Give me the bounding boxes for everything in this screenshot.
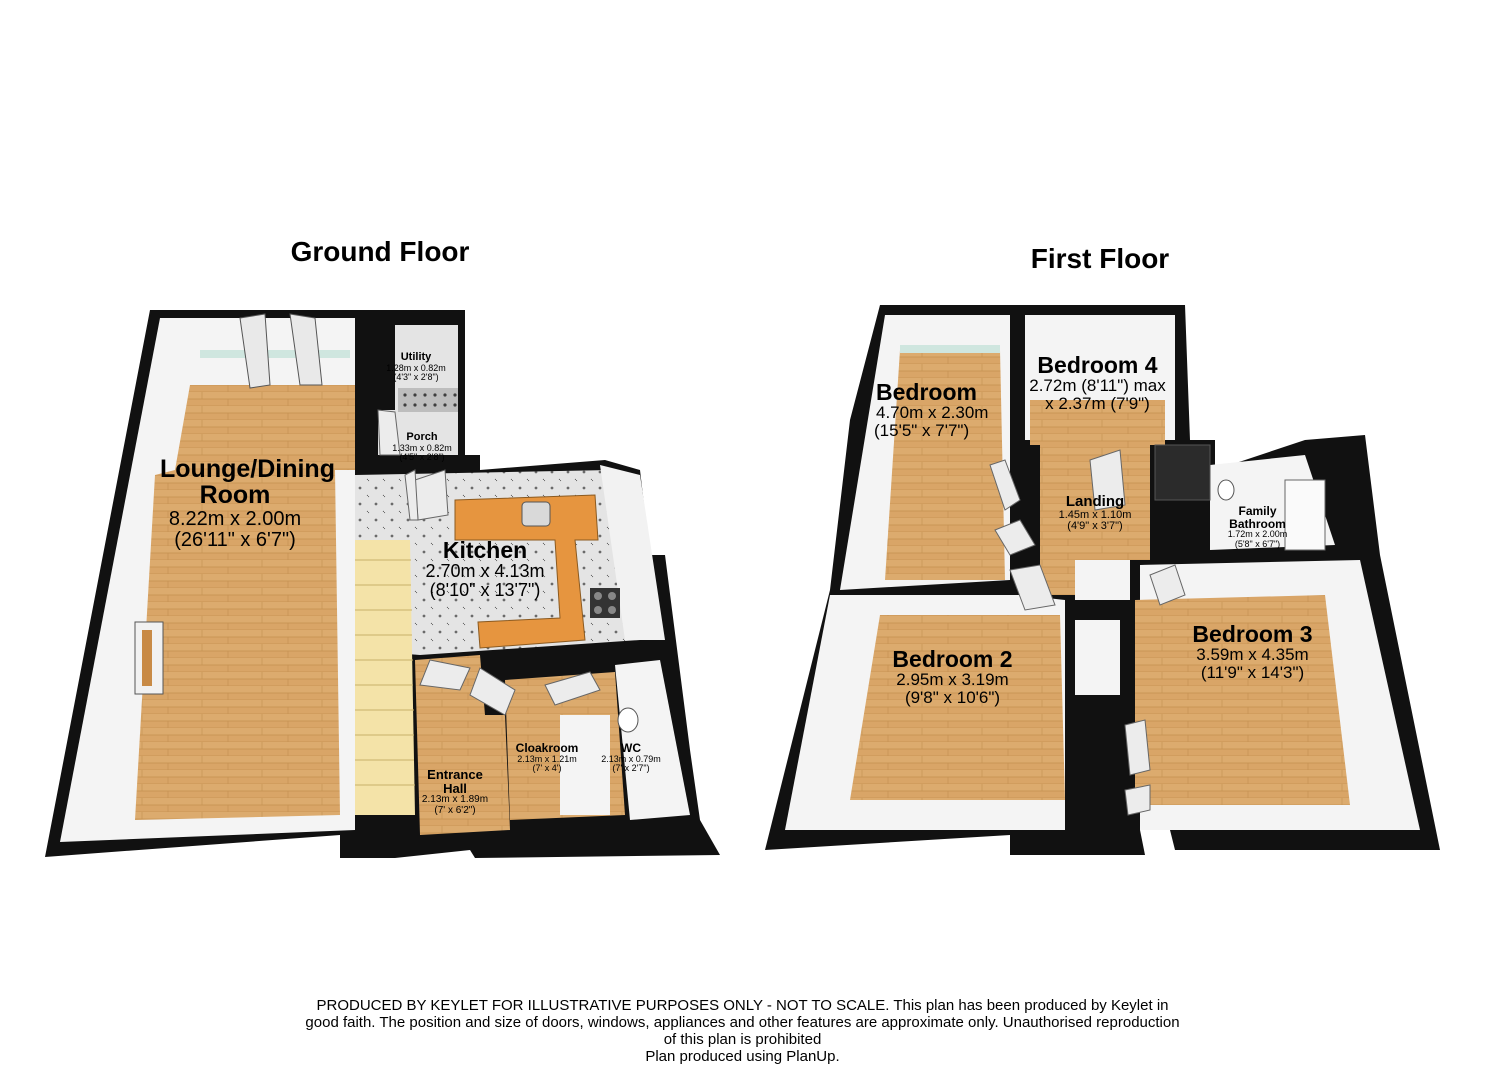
room-imperial: (8'10" x 13'7") <box>429 580 541 601</box>
room-lounge-dining: Lounge/Dining Room 8.22m x 2.00m (26'11"… <box>125 456 345 551</box>
french-door-right <box>289 313 323 386</box>
room-name: Landing <box>1065 493 1125 510</box>
bedroom4-floor <box>1030 400 1165 445</box>
room-imperial: (7' x 4') <box>532 763 562 774</box>
first-floor-plan <box>765 305 1440 855</box>
wc-basin <box>617 707 639 733</box>
bedroom-floor <box>885 350 1005 580</box>
room-name: Bedroom 3 <box>1192 621 1313 647</box>
room-name: Cloakroom <box>515 741 579 755</box>
room-imperial: (5'8" x 6'7") <box>1234 538 1281 549</box>
lounge-window <box>200 350 350 358</box>
room-bedroom-2: Bedroom 2 2.95m x 3.19m (9'8" x 10'6") <box>870 647 1035 707</box>
room-name: Bedroom 4 <box>1037 352 1158 378</box>
room-name: Kitchen <box>442 537 528 563</box>
lounge-floor <box>135 385 355 820</box>
disclaimer: PRODUCED BY KEYLET FOR ILLUSTRATIVE PURP… <box>240 997 1245 1065</box>
room-metric: 2.13m x 1.21m <box>517 753 577 764</box>
entrance-hall-floor <box>415 655 510 835</box>
shower-enclosure <box>1154 444 1211 501</box>
room-landing: Landing 1.45m x 1.10m (4'9" x 3'7") <box>1040 494 1150 533</box>
room-imperial: (15'5" x 7'7") <box>874 420 970 440</box>
kitchen-sink <box>521 501 551 527</box>
room-kitchen: Kitchen 2.70m x 4.13m (8'10" x 13'7") <box>405 538 565 600</box>
room-metric: 2.13m x 0.79m <box>601 753 661 764</box>
disclaimer-line: good faith. The position and size of doo… <box>305 1014 1180 1031</box>
room-bedroom-4: Bedroom 4 2.72m (8'11") max x 2.37m (7'9… <box>1005 353 1190 413</box>
room-wc: WC 2.13m x 0.79m (7' x 2'7") <box>592 742 670 773</box>
bath-basin <box>1217 479 1235 501</box>
room-metric: 2.72m (8'11") max <box>1029 376 1166 396</box>
room-metric: 2.70m x 4.13m <box>425 561 545 582</box>
room-metric: 1.33m x 0.82m <box>392 442 452 453</box>
ground-floor-title: Ground Floor <box>290 236 470 267</box>
room-metric: 1.28m x 0.82m <box>386 362 446 373</box>
room-imperial: (4'9" x 3'7") <box>1067 520 1123 533</box>
room-metric: 8.22m x 2.00m <box>168 507 302 530</box>
room-name: Entrance Hall <box>427 767 483 796</box>
kitchen-hob <box>590 588 620 618</box>
room-name: Lounge/Dining Room <box>160 455 335 510</box>
room-imperial: (26'11" x 6'7") <box>174 528 296 551</box>
room-imperial: (7' x 2'7") <box>612 763 650 774</box>
room-imperial: (4'3" x 2'8") <box>393 371 439 382</box>
room-metric: 1.72m x 2.00m <box>1227 529 1288 540</box>
disclaimer-line: Plan produced using PlanUp. <box>645 1048 840 1065</box>
kitchen-worktop <box>454 494 599 649</box>
room-bedroom: Bedroom 4.70m x 2.30m (15'5" x 7'7") <box>870 380 1015 440</box>
room-name: Bedroom <box>876 379 977 405</box>
bath-tub <box>1284 479 1326 551</box>
room-name: Bedroom 2 <box>892 646 1013 672</box>
room-utility: Utility 1.28m x 0.82m (4'3" x 2'8") <box>380 351 452 382</box>
room-name: Family Bathroom <box>1229 504 1286 531</box>
disclaimer-line: of this plan is prohibited <box>663 1031 822 1048</box>
french-door-left <box>239 313 271 389</box>
room-cloakroom: Cloakroom 2.13m x 1.21m (7' x 4') <box>506 742 588 773</box>
room-name: WC <box>621 741 641 755</box>
room-imperial: (9'8" x 10'6") <box>904 687 1001 707</box>
room-family-bathroom: Family Bathroom 1.72m x 2.00m (5'8" x 6'… <box>1210 505 1305 549</box>
disclaimer-line: PRODUCED BY KEYLET FOR ILLUSTRATIVE PURP… <box>316 997 1169 1014</box>
kitchen-wall-right <box>600 465 665 640</box>
first-floor-title: First Floor <box>1030 243 1170 274</box>
bedroom3-floor <box>1135 595 1350 805</box>
room-metric: 4.70m x 2.30m <box>876 403 989 423</box>
room-imperial: (7' x 6'2") <box>434 804 476 816</box>
room-entrance-hall: Entrance Hall 2.13m x 1.89m (7' x 6'2") <box>410 768 500 816</box>
wc-floor <box>615 660 690 820</box>
room-imperial: (4'5" x 2'8") <box>399 451 445 462</box>
room-metric: 2.13m x 1.89m <box>421 794 489 806</box>
ground-staircase <box>355 540 415 815</box>
room-metric: 2.95m x 3.19m <box>896 670 1009 690</box>
room-name: Utility <box>400 351 432 363</box>
room-bedroom-3: Bedroom 3 3.59m x 4.35m (11'9" x 14'3") <box>1170 622 1335 682</box>
bedroom2-floor <box>850 615 1065 800</box>
room-imperial: x 2.37m (7'9") <box>1045 393 1150 413</box>
room-metric: 1.45m x 1.10m <box>1058 508 1132 521</box>
room-porch: Porch 1.33m x 0.82m (4'5" x 2'8") <box>382 431 462 462</box>
ground-floor-plan <box>45 310 720 858</box>
room-imperial: (11'9" x 14'3") <box>1200 662 1305 682</box>
room-name: Porch <box>406 431 438 443</box>
room-metric: 3.59m x 4.35m <box>1196 645 1309 665</box>
